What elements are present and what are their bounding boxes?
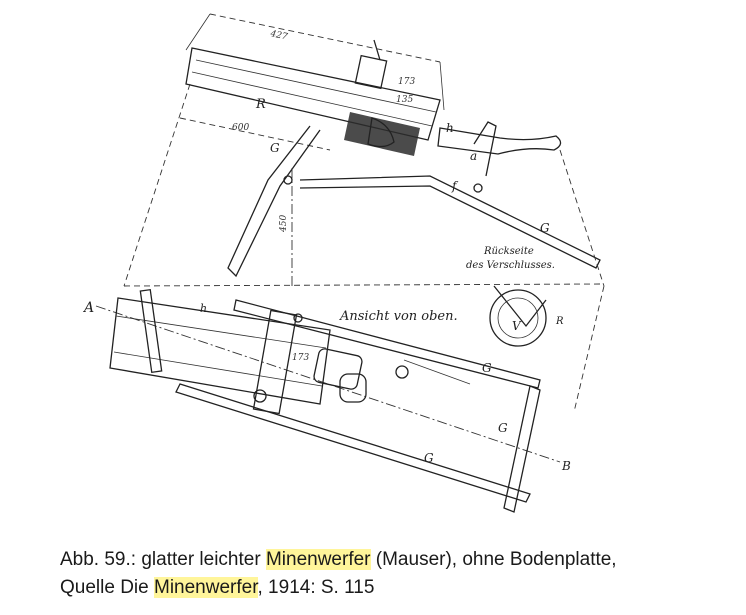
label-g-top: G bbox=[482, 361, 492, 375]
label-r: R bbox=[255, 97, 266, 112]
dim-450: 450 bbox=[279, 215, 289, 233]
label-v: V bbox=[512, 319, 522, 333]
label-g-bottom: G bbox=[424, 451, 434, 465]
technical-drawing: 427 173 135 600 R h a f G G 450 bbox=[82, 13, 605, 513]
top-view: A B Ansicht von oben. 173 G G G h bbox=[82, 288, 571, 513]
point-a-label: A bbox=[82, 300, 94, 316]
caption-highlight-2: Minenwerfer bbox=[154, 577, 258, 598]
caption-line-2: Quelle Die Minenwerfer, 1914: S. 115 bbox=[60, 574, 740, 602]
rueckseite-label-1: Rückseite bbox=[483, 246, 534, 257]
caption-text-3: Quelle Die bbox=[60, 577, 154, 598]
dim-427: 427 bbox=[268, 29, 288, 43]
point-b-label: B bbox=[561, 459, 571, 473]
upper-barrel-view: 427 173 135 600 R h a f G G 450 bbox=[123, 13, 605, 413]
caption-text-4: , 1914: S. 115 bbox=[257, 577, 375, 598]
label-h-top: h bbox=[200, 302, 207, 315]
label-g-diag: G bbox=[498, 421, 508, 435]
caption-text-2: (Mauser), ohne Bodenplatte, bbox=[370, 549, 617, 570]
caption-text-1: Abb. 59.: glatter leichter bbox=[60, 549, 266, 570]
label-h: h bbox=[446, 121, 454, 135]
caption-line-1: Abb. 59.: glatter leichter Minenwerfer (… bbox=[60, 546, 740, 574]
dim-600: 600 bbox=[232, 123, 249, 133]
label-g-upper: G bbox=[270, 141, 280, 155]
label-g-strut: G bbox=[540, 221, 550, 235]
dim-173: 173 bbox=[398, 77, 415, 87]
label-r-breech: R bbox=[555, 316, 564, 327]
breech-rear-view: Rückseite des Verschlusses. V R bbox=[466, 246, 564, 347]
label-f: f bbox=[451, 179, 459, 193]
mortar-drawing-svg: 427 173 135 600 R h a f G G 450 bbox=[82, 13, 605, 513]
dim-173-lower: 173 bbox=[292, 353, 309, 363]
ansicht-label: Ansicht von oben. bbox=[339, 309, 458, 324]
label-a: a bbox=[470, 149, 477, 163]
figure-caption: Abb. 59.: glatter leichter Minenwerfer (… bbox=[60, 546, 740, 602]
dim-135: 135 bbox=[396, 95, 413, 105]
rueckseite-label-2: des Verschlusses. bbox=[466, 260, 555, 271]
caption-highlight-1: Minenwerfer bbox=[265, 549, 371, 570]
